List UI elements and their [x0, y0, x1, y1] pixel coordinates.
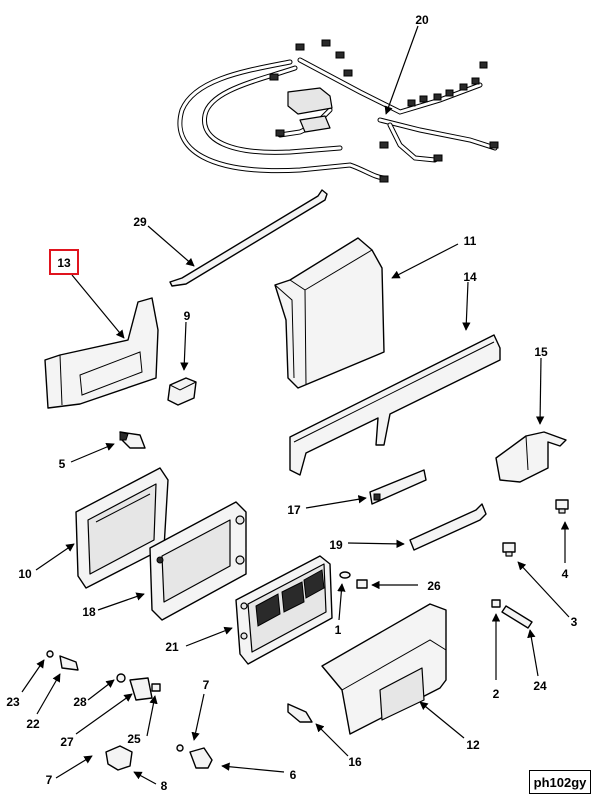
- bracket-part-13: [44, 297, 159, 409]
- bolt-part-2: [491, 599, 501, 608]
- callout-17: 17: [287, 503, 301, 517]
- callout-13: 13: [57, 256, 71, 270]
- callout-15: 15: [534, 345, 548, 359]
- label-plate-part-17: [369, 469, 427, 505]
- ecm-cover-part-11: [274, 237, 385, 389]
- callout-25: 25: [127, 732, 141, 746]
- sensor-part-5: [119, 431, 146, 449]
- callout-6: 6: [290, 768, 297, 782]
- callout-4: 4: [562, 567, 569, 581]
- cable-tie-part-29: [169, 189, 328, 287]
- callout-27: 27: [60, 735, 74, 749]
- rail-bracket-part-14: [289, 334, 501, 476]
- strap-bracket-part-19: [409, 503, 487, 551]
- callout-10: 10: [18, 567, 32, 581]
- bolt-part-25: [151, 683, 161, 692]
- callout-3: 3: [571, 615, 578, 629]
- callout-5: 5: [59, 457, 66, 471]
- washer-part-1: [339, 571, 351, 579]
- callout-7-upper: 7: [203, 678, 210, 692]
- callout-18: 18: [82, 605, 96, 619]
- callout-labels: 20 29 11 13 14 9 15 5 17 10 19 4 18 26 3…: [6, 13, 577, 793]
- callout-9: 9: [184, 309, 191, 323]
- figure-id-label: ph102gy: [529, 770, 591, 794]
- sensor-part-16: [287, 703, 313, 723]
- callout-23: 23: [6, 695, 20, 709]
- callout-16: 16: [348, 755, 362, 769]
- ecm-module-part-21: [235, 555, 333, 665]
- sensor-part-22: [59, 655, 79, 671]
- sensor-part-6: [176, 744, 213, 769]
- callout-22: 22: [26, 717, 40, 731]
- callout-14: 14: [463, 270, 477, 284]
- callout-21: 21: [165, 640, 179, 654]
- callout-29: 29: [133, 215, 147, 229]
- callout-7-lower: 7: [46, 773, 53, 787]
- callout-11: 11: [464, 234, 477, 248]
- mounting-plate-part-18: [149, 501, 247, 621]
- bolt-part-3: [502, 542, 516, 557]
- callout-26: 26: [427, 579, 441, 593]
- bolt-part-4: [555, 499, 569, 514]
- callout-24: 24: [533, 679, 547, 693]
- callout-20: 20: [415, 13, 429, 27]
- sensor-part-27: [116, 673, 153, 701]
- o-ring-part-23: [46, 650, 54, 658]
- callout-8: 8: [161, 779, 168, 793]
- leader-lines: [21, 25, 570, 785]
- callout-28: 28: [73, 695, 87, 709]
- wiring-harness-part-20: [177, 39, 499, 183]
- callout-19: 19: [329, 538, 343, 552]
- lower-cover-part-12: [321, 603, 447, 735]
- mounting-bracket-part-15: [495, 431, 567, 483]
- stud-part-24: [501, 605, 533, 629]
- sensor-part-8: [105, 745, 133, 771]
- highlight-box: [49, 249, 79, 275]
- block-part-9: [167, 377, 197, 406]
- callout-1: 1: [335, 623, 342, 637]
- callout-12: 12: [466, 738, 480, 752]
- callout-2: 2: [493, 687, 500, 701]
- nut-part-26: [356, 579, 368, 589]
